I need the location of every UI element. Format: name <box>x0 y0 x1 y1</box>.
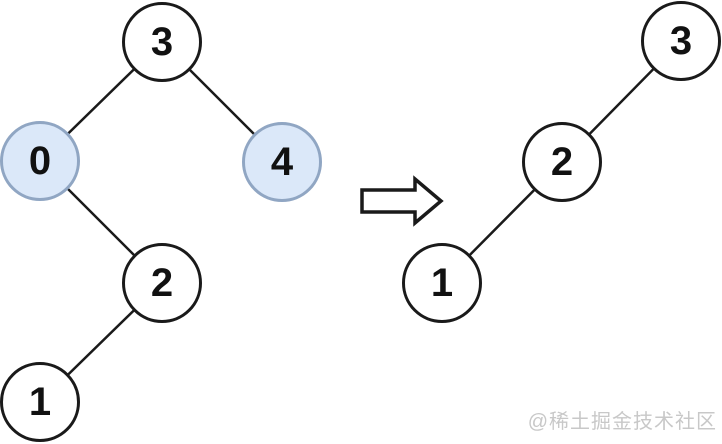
after-node-2: 2 <box>522 122 602 202</box>
watermark: @稀土掘金技术社区 <box>527 411 717 433</box>
after-node-3: 3 <box>641 1 721 81</box>
before-node-2: 2 <box>122 243 202 323</box>
before-node-4-highlighted: 4 <box>242 122 322 202</box>
transform-arrow-icon <box>360 175 444 227</box>
before-node-0-highlighted: 0 <box>0 121 80 201</box>
before-node-3: 3 <box>122 2 202 82</box>
after-node-1: 1 <box>402 243 482 323</box>
before-node-1: 1 <box>0 362 80 442</box>
